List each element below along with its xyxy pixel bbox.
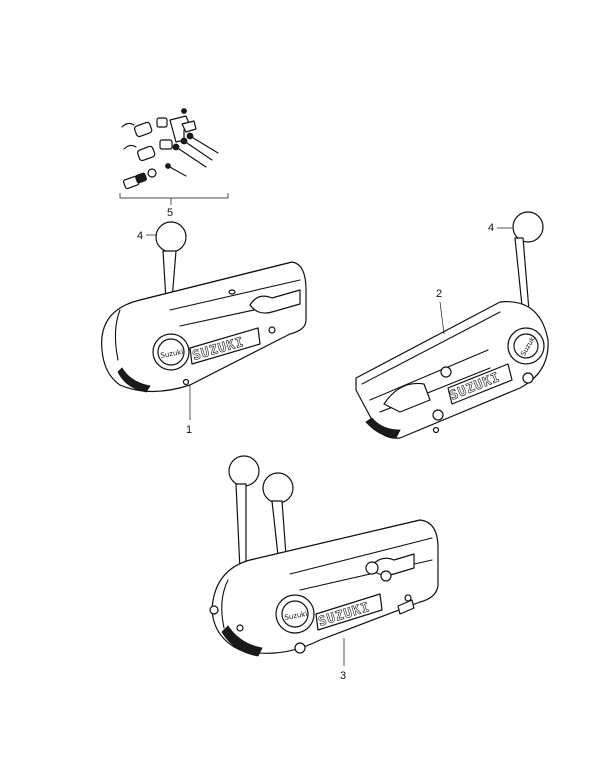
callout-3: 3 [340,670,346,682]
callout-4b: 4 [488,222,494,234]
hub-brand-1: Suzuki [160,348,184,360]
control-unit-3: Suzuki SUZUKI 3 [209,455,439,682]
control-unit-1: 4 Suzuki SUZUKI 1 [101,221,307,436]
control-unit-2: 4 Suzuki SUZUKI 2 [355,211,549,439]
hub-brand-3: Suzuki [284,610,308,622]
callout-2: 2 [436,288,442,300]
callout-1: 1 [186,424,192,436]
hardware-kit-5: 5 [119,108,229,219]
callout-5: 5 [167,207,173,219]
callout-4a: 4 [137,230,143,242]
